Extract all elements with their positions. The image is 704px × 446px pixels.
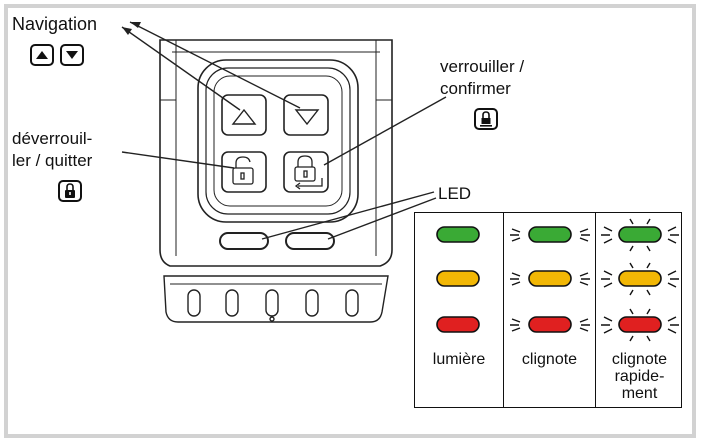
led-green-blink <box>528 226 572 243</box>
legend-label-fast-blink-3: ment <box>621 385 658 402</box>
device-led-right <box>285 232 335 250</box>
device-clip <box>163 275 389 323</box>
legend-leds-blink <box>510 226 590 333</box>
lock-confirm-label-line1: verrouiller / <box>440 57 525 76</box>
unlock-quit-label-line1: déverrouil- <box>12 129 93 148</box>
legend-label-fast-blink-1: clignote <box>611 351 668 368</box>
device-led-left <box>219 232 269 250</box>
up-button <box>221 94 267 136</box>
legend-label-blink: clignote <box>521 351 578 368</box>
led-green-fast-blink <box>618 226 662 243</box>
arrow-up-icon <box>36 51 48 59</box>
led-red-fast-blink <box>618 316 662 333</box>
legend-column-fast-blink: clignote rapide- ment <box>595 213 683 407</box>
unlock-icon <box>65 183 75 198</box>
mini-lock-confirm-key <box>474 108 498 130</box>
led-label: LED <box>438 184 472 203</box>
led-yellow-blink <box>528 270 572 287</box>
legend-leds-fast-blink <box>601 218 679 342</box>
led-legend-table: lumière clignote clignote rapi <box>414 212 682 408</box>
mini-up-key <box>30 44 54 66</box>
lock-icon <box>480 111 492 127</box>
legend-column-blink: clignote <box>503 213 595 407</box>
keypad-outer-frame <box>197 59 359 223</box>
led-red-blink <box>528 316 572 333</box>
unlock-quit-label-line2: ler / quitter <box>12 151 93 170</box>
led-yellow-fast-blink <box>618 270 662 287</box>
lock-icon <box>294 155 323 190</box>
led-red-steady <box>436 316 480 333</box>
legend-column-steady: lumière <box>415 213 503 407</box>
navigation-label: Navigation <box>12 14 98 34</box>
up-arrow-icon <box>231 108 257 125</box>
arrow-down-icon <box>66 51 78 59</box>
leader-lines <box>121 21 447 240</box>
legend-leds-steady <box>436 226 480 333</box>
unlock-icon <box>232 156 254 185</box>
leader-arrowheads <box>122 22 141 35</box>
led-yellow-steady <box>436 270 480 287</box>
down-arrow-icon <box>294 109 320 126</box>
keypad-inner-frame <box>205 67 351 215</box>
mini-unlock-quit-key <box>58 180 82 202</box>
led-green-steady <box>436 226 480 243</box>
mini-down-key <box>60 44 84 66</box>
legend-label-fast-blink-2: rapide- <box>614 368 665 385</box>
lock-confirm-label-line2: confirmer <box>440 79 511 98</box>
legend-label-steady: lumière <box>432 351 486 368</box>
down-button <box>283 94 329 136</box>
